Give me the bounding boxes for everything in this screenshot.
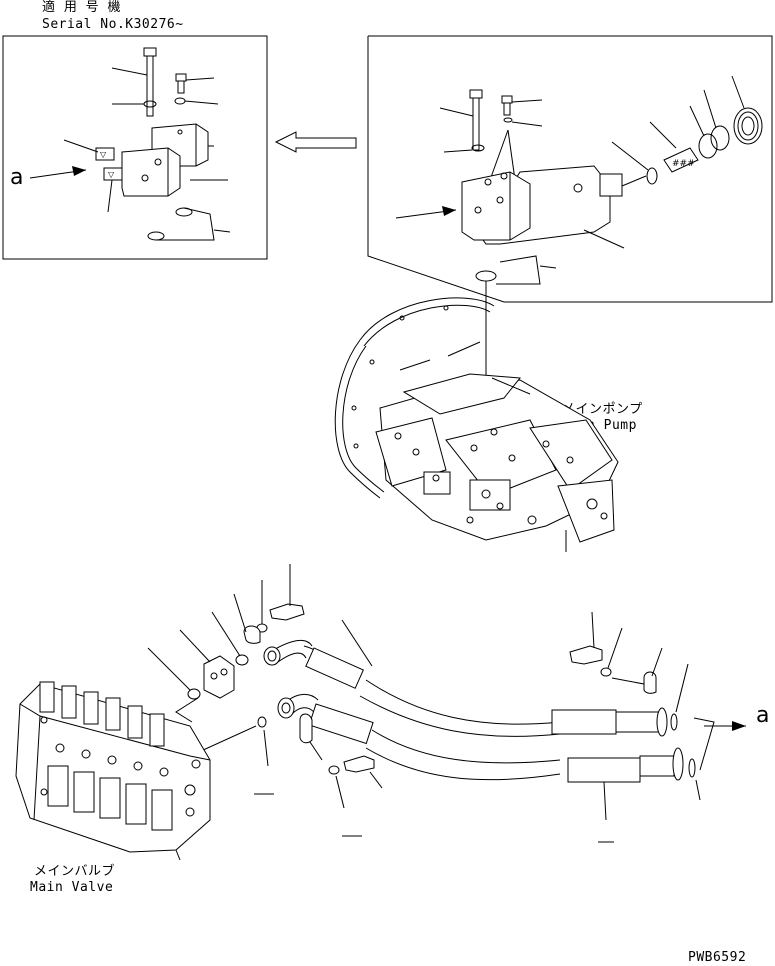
main-valve-label-jp: メインバルブ — [34, 864, 116, 879]
split-flange-icon — [643, 671, 657, 694]
fitting-icon: ▽ — [103, 167, 123, 213]
valve-block-icon — [179, 629, 235, 699]
plug-icon — [731, 75, 763, 145]
svg-text:▽: ▽ — [108, 170, 115, 179]
svg-text:###: ### — [672, 159, 695, 169]
ref-a-label-outlet: a — [756, 703, 770, 728]
bolt-icon — [111, 47, 157, 117]
washer-icon — [600, 667, 612, 677]
washer-icon — [503, 117, 513, 123]
drawing-code-label: PWB6592 — [688, 950, 747, 965]
applicable-machine-label: 適 用 号 機 — [42, 0, 121, 15]
o-ring-icon — [475, 270, 497, 282]
serial-number-label: Serial No.K30276~ — [42, 17, 184, 32]
short-bolt-icon — [175, 73, 215, 94]
o-ring-icon — [646, 167, 658, 185]
fitting-icon: ▽ — [63, 139, 115, 161]
short-bolt-icon — [501, 95, 543, 116]
o-ring-icon — [257, 716, 267, 728]
standard-inset: ### — [367, 35, 773, 392]
o-ring-icon — [698, 133, 718, 159]
bolt-icon — [439, 89, 483, 151]
o-ring-icon — [710, 125, 730, 151]
o-ring-icon — [147, 231, 165, 241]
washer-icon — [328, 765, 340, 775]
washer-icon — [471, 144, 485, 152]
washer-icon — [174, 97, 186, 105]
flow-arrow-a-icon — [704, 721, 746, 731]
o-ring-icon — [187, 688, 201, 700]
svg-text:▽: ▽ — [100, 150, 107, 159]
hydraulic-hose-icon — [263, 619, 668, 737]
bolt-icon — [269, 564, 305, 621]
main-valve-label-en: Main Valve — [30, 880, 114, 895]
main-pump-label-jp: メインポンプ — [562, 402, 643, 417]
hollow-arrow-icon — [274, 131, 357, 153]
bolt-icon — [569, 611, 603, 665]
split-flange-icon — [299, 713, 323, 761]
hydraulic-hose-icon — [277, 694, 684, 821]
split-flange-icon — [243, 625, 261, 644]
o-ring-icon — [235, 654, 249, 666]
flow-arrow-a-icon — [29, 166, 87, 179]
o-ring-icon — [688, 758, 696, 778]
main-valve-icon — [15, 681, 211, 861]
main-pump-icon — [334, 297, 619, 552]
bolt-icon — [343, 755, 383, 789]
valve-block-icon — [121, 123, 228, 197]
flow-arrow-a-icon — [395, 206, 457, 219]
serial-variant-inset: ▽ ▽ — [2, 35, 268, 260]
pump-body-icon — [461, 165, 647, 249]
o-ring-icon — [670, 713, 678, 731]
spool-icon: ### — [649, 121, 699, 173]
ref-a-label-inset: a — [10, 165, 24, 190]
